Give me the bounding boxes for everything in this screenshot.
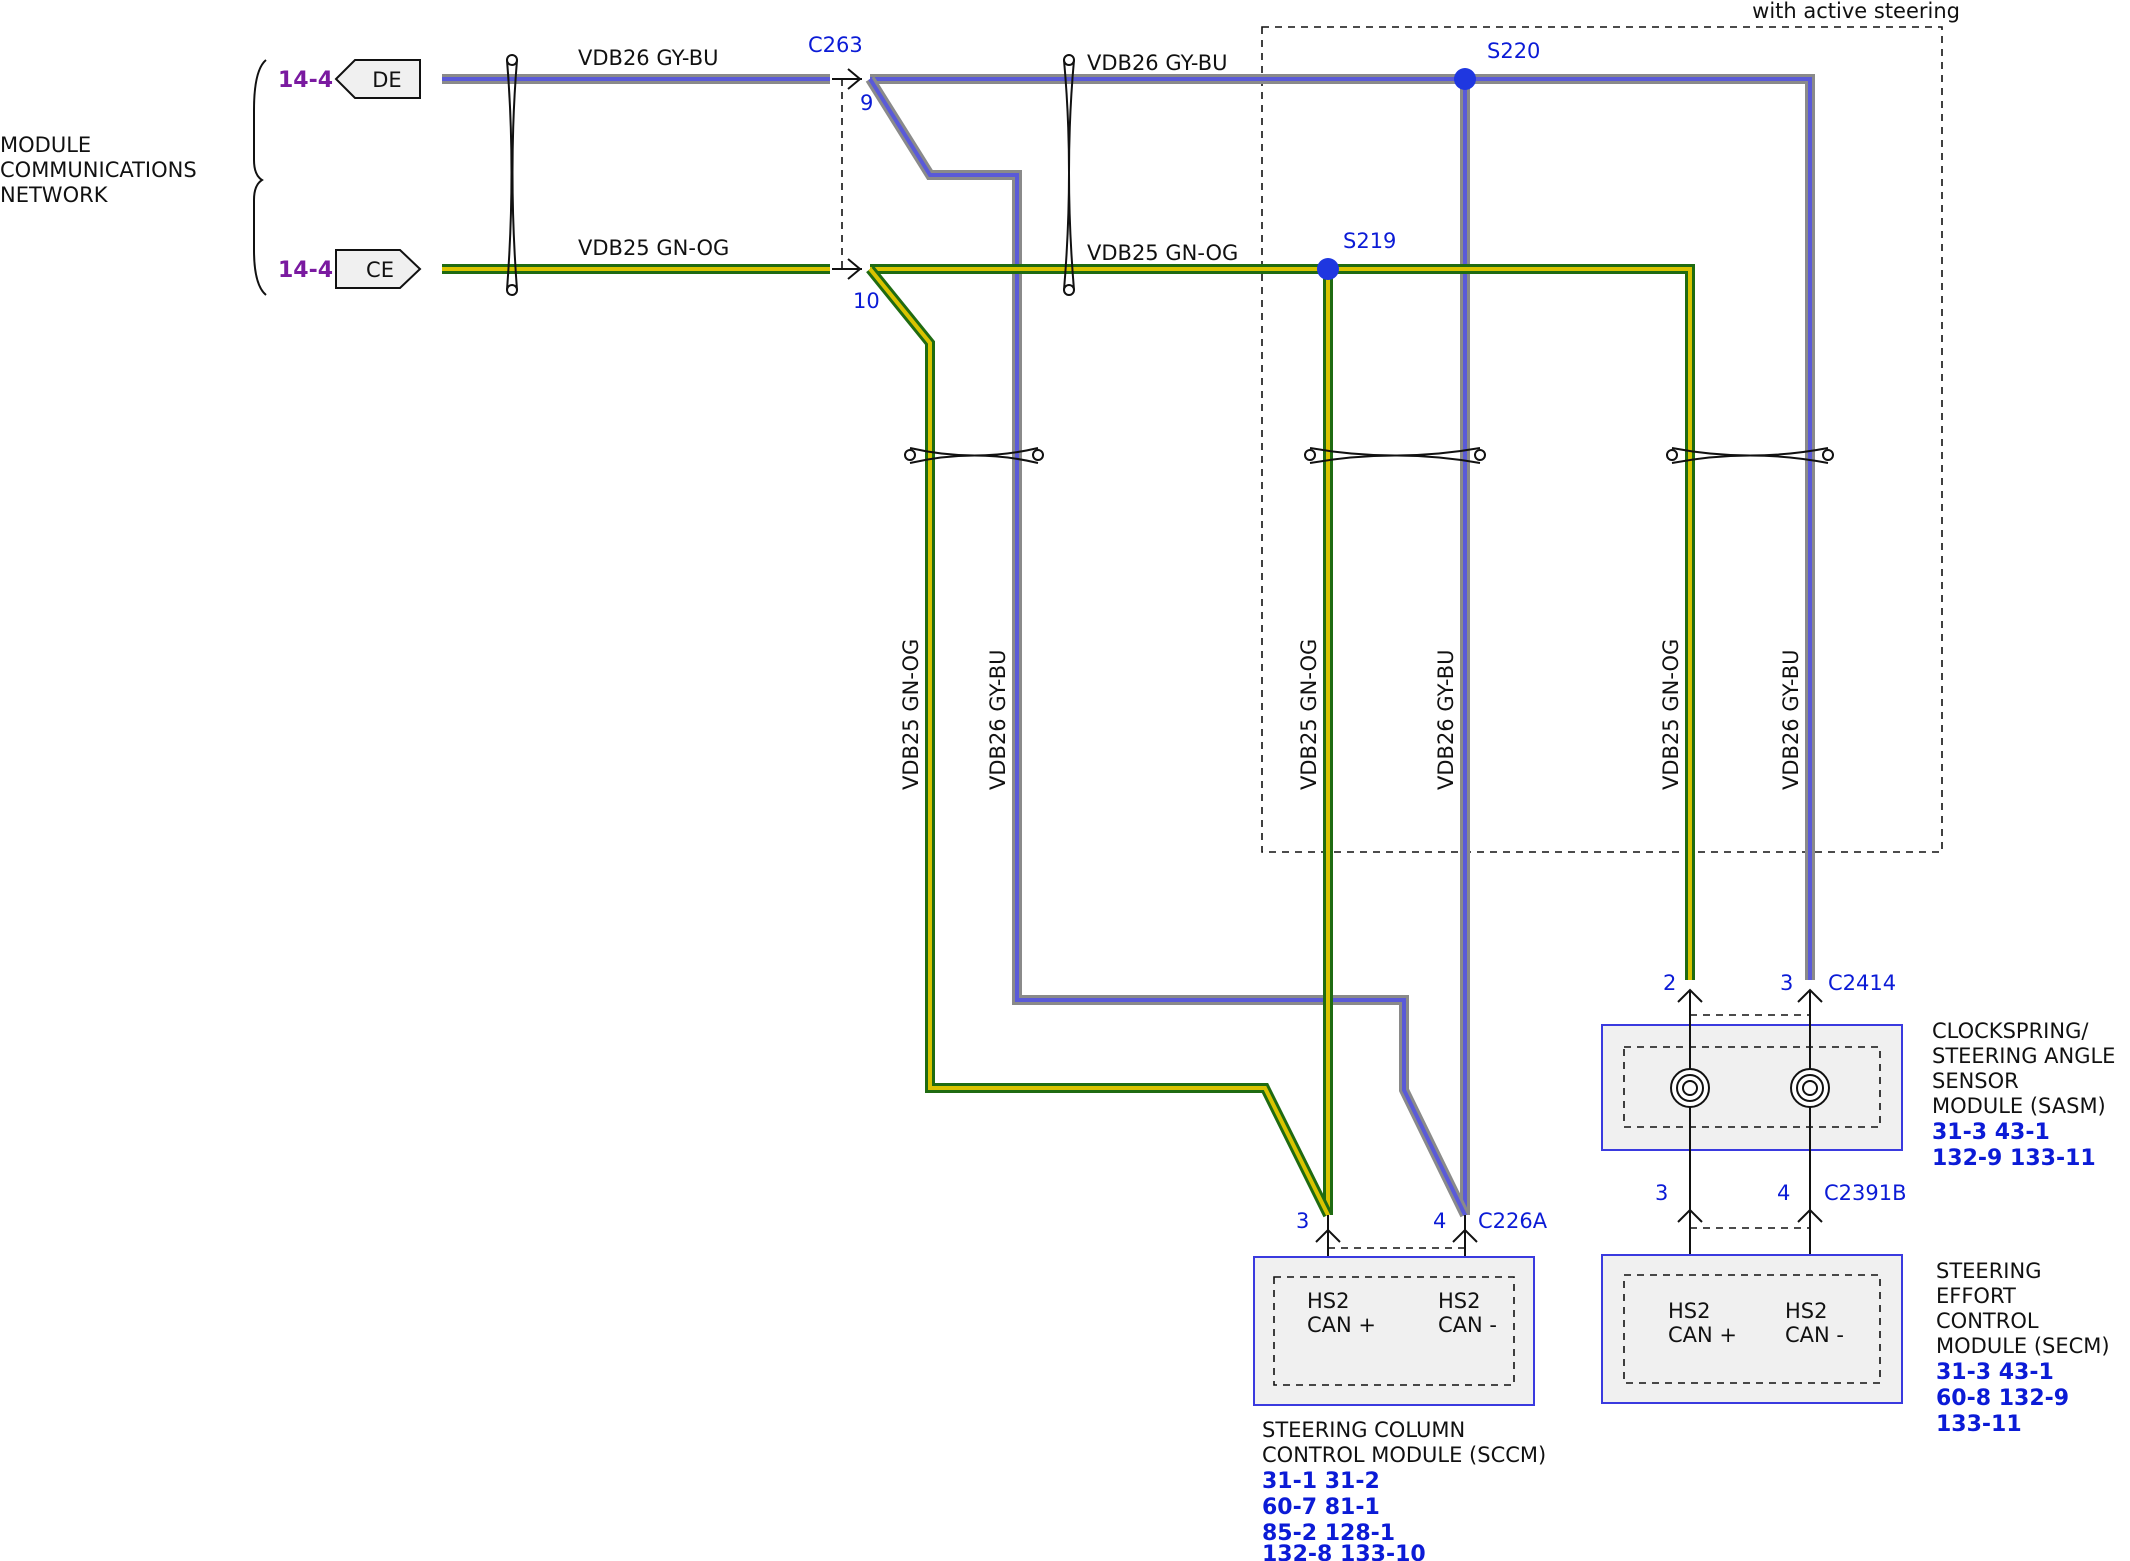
connector-shape-de — [334, 59, 421, 99]
secm-ref-line2[interactable]: 60-8 132-9 — [1936, 1386, 2069, 1411]
secm-pin-label-plus-2: CAN + — [1668, 1323, 1737, 1347]
secm-pin-label-plus-1: HS2 — [1668, 1299, 1710, 1323]
wire-label-h-gnog-1: VDB25 GN-OG — [578, 236, 729, 260]
sccm-pin-plus: 3 — [1296, 1209, 1309, 1233]
secm-name-line4: MODULE (SECM) — [1936, 1334, 2110, 1358]
sccm-name-line2: CONTROL MODULE (SCCM) — [1262, 1443, 1546, 1467]
c263-pin10: 10 — [853, 289, 880, 313]
splice-s220-label: S220 — [1487, 39, 1540, 63]
sasm-connector-c2414 — [1677, 988, 1823, 1016]
sccm-module-inner — [1273, 1276, 1515, 1386]
wire-label-v5: VDB25 GN-OG — [1659, 639, 1683, 790]
c263-pin10-arrow — [832, 258, 862, 280]
option-box — [1261, 26, 1943, 853]
network-ref-de[interactable]: 14-4 — [278, 68, 333, 93]
wire-label-v3: VDB25 GN-OG — [1297, 639, 1321, 790]
sccm-ref-line3[interactable]: 85-2 128-1 — [1262, 1521, 1395, 1546]
wires-gybu — [442, 74, 1815, 1218]
wire-label-h-gybu-2: VDB26 GY-BU — [1087, 51, 1228, 75]
connector-label-ce: CE — [366, 258, 394, 282]
sccm-ref-line4[interactable]: 132-8 133-10 — [1262, 1542, 1426, 1561]
sccm-pin-label-minus-1: HS2 — [1438, 1289, 1480, 1313]
splice-s219-label: S219 — [1343, 229, 1396, 253]
secm-name-line1: STEERING — [1936, 1259, 2041, 1283]
secm-pin-plus: 3 — [1655, 1181, 1668, 1205]
sccm-connector-label[interactable]: C226A — [1478, 1209, 1548, 1233]
network-ref-ce[interactable]: 14-4 — [278, 258, 333, 283]
wire-label-v6: VDB26 GY-BU — [1779, 649, 1803, 790]
secm-connector-label[interactable]: C2391B — [1824, 1181, 1907, 1205]
connector-shape-ce — [335, 249, 422, 289]
sccm-module-box — [1253, 1256, 1535, 1406]
sasm-spring-coil-plus — [1670, 1068, 1710, 1108]
sccm-name-line1: STEERING COLUMN — [1262, 1418, 1465, 1442]
network-brace — [253, 59, 267, 296]
sccm-pin-label-minus-2: CAN - — [1438, 1313, 1497, 1337]
sasm-name-line3: SENSOR — [1932, 1069, 2019, 1093]
c263-pin9: 9 — [860, 91, 873, 115]
splice-s220[interactable] — [1454, 68, 1476, 90]
sccm-ref-line1[interactable]: 31-1 31-2 — [1262, 1469, 1380, 1494]
sccm-ref-line2[interactable]: 60-7 81-1 — [1262, 1495, 1380, 1520]
secm-name-line3: CONTROL — [1936, 1309, 2039, 1333]
sasm-ref-line1[interactable]: 31-3 43-1 — [1932, 1120, 2050, 1145]
sasm-connector-label[interactable]: C2414 — [1828, 971, 1896, 995]
wires-gnog — [442, 264, 1695, 1218]
secm-module-box — [1601, 1254, 1903, 1404]
option-box-label: with active steering — [1752, 0, 1960, 23]
network-title-line3: NETWORK — [0, 183, 109, 207]
wire-label-v4: VDB26 GY-BU — [1434, 649, 1458, 790]
c263-label[interactable]: C263 — [808, 33, 863, 57]
wire-label-v1: VDB25 GN-OG — [899, 639, 923, 790]
sasm-name-line2: STEERING ANGLE — [1932, 1044, 2115, 1068]
sccm-pin-label-plus-2: CAN + — [1307, 1313, 1376, 1337]
secm-pin-minus: 4 — [1777, 1181, 1790, 1205]
c263-pin9-arrow — [832, 68, 862, 90]
sasm-name-line1: CLOCKSPRING/ — [1932, 1019, 2089, 1043]
secm-name-line2: EFFORT — [1936, 1284, 2016, 1308]
connector-label-de: DE — [372, 68, 401, 92]
network-title-line2: COMMUNICATIONS — [0, 158, 197, 182]
sasm-ref-line2[interactable]: 132-9 133-11 — [1932, 1146, 2096, 1171]
secm-ref-line1[interactable]: 31-3 43-1 — [1936, 1360, 2054, 1385]
sccm-pin-label-plus-1: HS2 — [1307, 1289, 1349, 1313]
sasm-name-line4: MODULE (SASM) — [1932, 1094, 2106, 1118]
wire-label-v2: VDB26 GY-BU — [986, 649, 1010, 790]
splice-s219[interactable] — [1317, 258, 1339, 280]
sccm-pin-minus: 4 — [1433, 1209, 1446, 1233]
sasm-pin-minus: 3 — [1780, 971, 1793, 995]
wire-label-h-gnog-2: VDB25 GN-OG — [1087, 241, 1238, 265]
wire-label-h-gybu-1: VDB26 GY-BU — [578, 46, 719, 70]
network-title-line1: MODULE — [0, 133, 91, 157]
secm-pin-label-minus-2: CAN - — [1785, 1323, 1844, 1347]
twisted-pair-markers — [506, 54, 1834, 464]
sasm-spring-coil-minus — [1790, 1068, 1830, 1108]
sasm-module-box — [1601, 1024, 1903, 1151]
secm-pin-label-minus-1: HS2 — [1785, 1299, 1827, 1323]
secm-ref-line3[interactable]: 133-11 — [1936, 1412, 2022, 1437]
sasm-wires — [1689, 1010, 1811, 1210]
sasm-pin-plus: 2 — [1663, 971, 1676, 995]
